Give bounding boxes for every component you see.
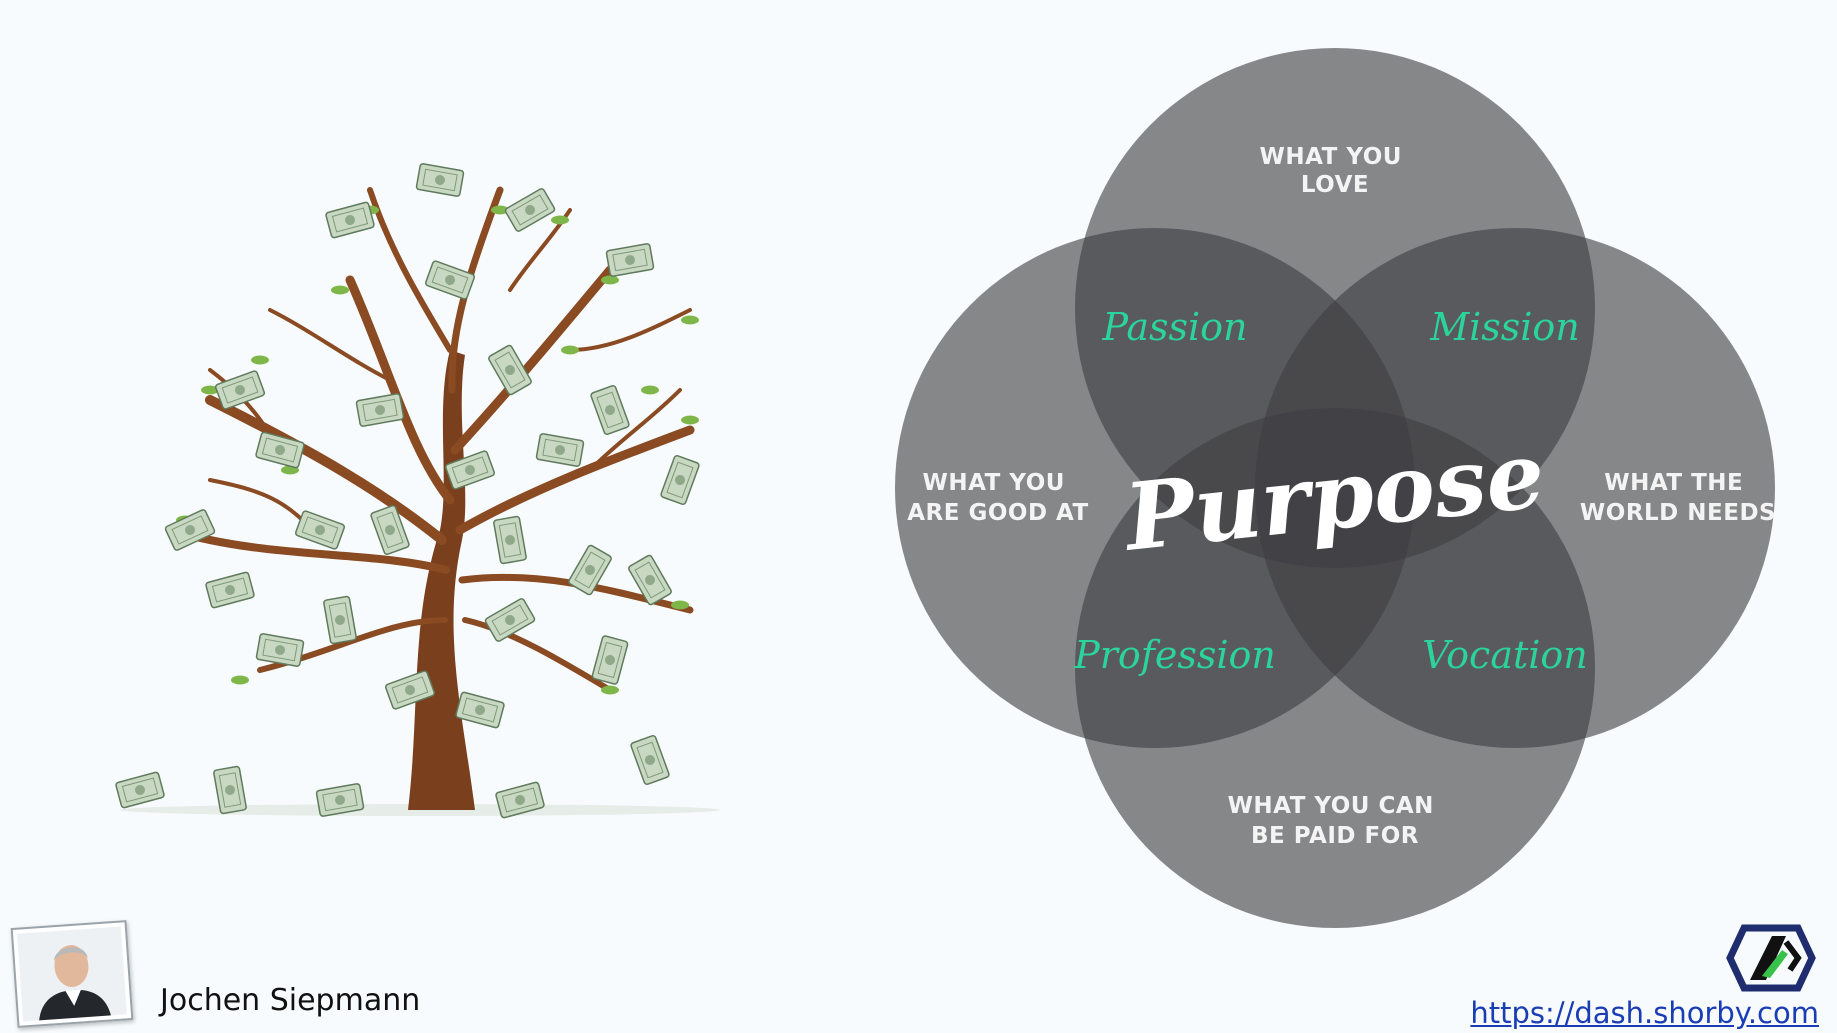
- term-mission: Mission: [1429, 305, 1580, 349]
- circle-paid-for: [1075, 408, 1595, 928]
- label-what-you-can-be-paid-for: WHAT YOU CAN BE PAID FOR: [1228, 793, 1443, 849]
- term-vocation: Vocation: [1422, 633, 1588, 677]
- label-what-you-are-good-at: WHAT YOU ARE GOOD AT: [907, 470, 1089, 526]
- presenter-photo: [10, 920, 134, 1028]
- label-what-the-world-needs: WHAT THE WORLD NEEDS: [1580, 470, 1776, 526]
- label-what-you-love: WHAT YOU LOVE: [1260, 144, 1411, 198]
- money-tree-icon: [114, 162, 720, 820]
- person-icon: [17, 926, 127, 1022]
- brand-logo-icon: [1726, 924, 1816, 992]
- site-url-link[interactable]: https://dash.shorby.com: [1470, 996, 1819, 1030]
- term-passion: Passion: [1101, 305, 1247, 349]
- purpose-venn-diagram: WHAT YOU LOVE WHAT YOU ARE GOOD AT WHAT …: [895, 48, 1776, 928]
- term-profession: Profession: [1073, 633, 1276, 677]
- presenter-name: Jochen Siepmann: [160, 983, 421, 1018]
